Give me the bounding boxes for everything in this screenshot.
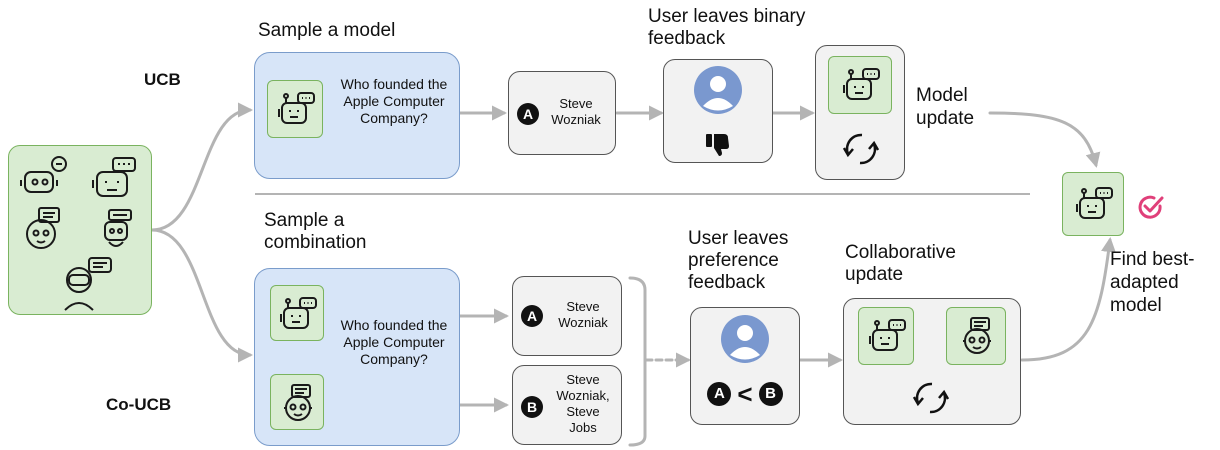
co-ucb-bracket (628, 276, 647, 447)
branch-arrow-ucb (150, 102, 253, 232)
preference-left-badge: A (707, 382, 732, 406)
preference-symbol: < (737, 379, 753, 409)
co-ucb-model-a-tile (270, 285, 324, 341)
ucb-step4-title: Model update (916, 85, 975, 129)
co-ucb-step1-title: Sample a combination (264, 210, 367, 253)
co-ucb-step3-title: User leaves preference feedback (688, 228, 789, 293)
co-ucb-answer-a-text: Steve Wozniak (558, 299, 608, 330)
branch-arrow-co-ucb (150, 228, 253, 363)
co-ucb-answer-b-text: Steve Wozniak, Steve Jobs (556, 372, 610, 435)
co-ucb-prompt-box: Who founded the Apple Computer Company? (254, 268, 460, 446)
ucb-step3-title: User leaves binary feedback (648, 6, 806, 49)
ucb-model-tile (267, 80, 323, 138)
ucb-answer-box: A Steve Wozniak (508, 71, 616, 155)
co-ucb-to-result-arrow (1020, 237, 1116, 362)
ucb-updated-model-tile (828, 56, 892, 114)
model-pool (8, 145, 152, 315)
co-ucb-answer-b-box: B Steve Wozniak, Steve Jobs (512, 365, 622, 445)
co-ucb-updated-model-b-tile (946, 307, 1006, 365)
co-ucb-step4-title: Collaborative update (845, 242, 956, 285)
ucb-question: Who founded the Apple Computer Company? (340, 76, 448, 126)
ucb-prompt-box: Who founded the Apple Computer Company? (254, 52, 460, 179)
co-ucb-question: Who founded the Apple Computer Company? (340, 317, 448, 367)
co-ucb-model-b-tile (270, 374, 324, 430)
ucb-to-result-arrow (988, 111, 1101, 168)
preference-row: A < B (695, 380, 795, 408)
ucb-row-label: UCB (144, 70, 181, 89)
co-ucb-feedback-box: A < B (690, 307, 800, 425)
best-model-tile (1062, 172, 1124, 236)
co-ucb-updated-model-a-tile (858, 307, 914, 365)
co-ucb-row-label: Co-UCB (106, 395, 172, 414)
answer-b-badge-icon: B (521, 396, 543, 418)
answer-a-badge-icon: A (521, 305, 543, 327)
result-label: Find best-adapted model (1110, 249, 1195, 316)
ucb-feedback-box (663, 59, 773, 163)
answer-badge-icon: A (517, 103, 539, 125)
preference-right-badge: B (758, 382, 783, 406)
co-ucb-answer-a-box: A Steve Wozniak (512, 276, 622, 356)
ucb-step1-title: Sample a model (258, 20, 396, 41)
ucb-answer-text: Steve Wozniak (551, 96, 601, 127)
co-ucb-update-box (843, 298, 1021, 425)
ucb-update-box (815, 45, 905, 180)
